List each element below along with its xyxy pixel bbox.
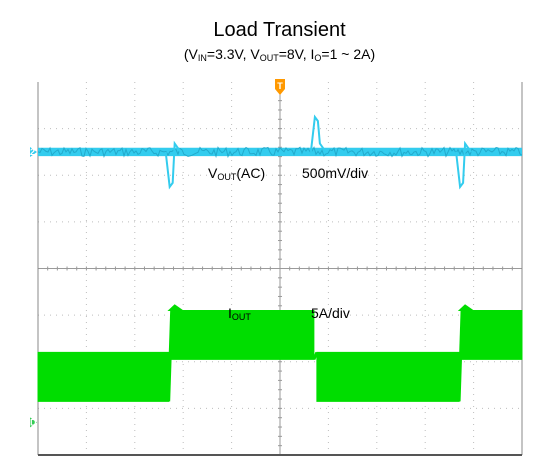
vout-transient-spike xyxy=(164,140,182,190)
vout-label: VOUT(AC) xyxy=(208,165,265,185)
graticule xyxy=(37,81,523,456)
label-suffix: (AC) xyxy=(236,165,266,181)
subtitle-text: =8V, I xyxy=(278,46,315,62)
channel-2-marker xyxy=(30,146,37,157)
vout-scale: 500mV/div xyxy=(302,165,369,181)
subtitle-subscript: IN xyxy=(197,53,207,63)
subtitle-subscript: O xyxy=(314,53,322,63)
iout-edge xyxy=(457,310,464,402)
markers: T 2D xyxy=(30,79,285,428)
subtitle-text: (V xyxy=(183,46,198,62)
channel-d-marker xyxy=(30,417,37,428)
iout-scale: 5A/div xyxy=(311,305,350,321)
subtitle-subscript: OUT xyxy=(259,53,279,63)
channel-2-marker-label: 2 xyxy=(30,147,35,157)
label-main: V xyxy=(208,165,218,181)
iout-edge xyxy=(167,310,174,402)
chart-title: Load Transient xyxy=(213,19,346,41)
vout-ripple-band xyxy=(38,147,522,157)
label-subscript: OUT xyxy=(231,312,251,322)
traces xyxy=(37,114,523,402)
subtitle-text: =3.3V, V xyxy=(206,46,260,62)
chart-subtitle: (VIN=3.3V, VOUT=8V, IO=1 ~ 2A) xyxy=(0,45,559,67)
iout-edge xyxy=(312,351,319,361)
vout-transient-spike xyxy=(309,114,327,153)
label-subscript: OUT xyxy=(217,172,237,182)
iout-label: IOUT xyxy=(228,305,251,325)
subtitle-text: =1 ~ 2A) xyxy=(321,46,376,62)
vout-transient-spike xyxy=(455,140,472,190)
trigger-marker-label: T xyxy=(277,81,283,91)
label-main: I xyxy=(228,305,232,321)
trigger-marker xyxy=(275,79,285,95)
vout-trace xyxy=(37,146,523,159)
channel-d-marker-label: D xyxy=(30,417,37,427)
